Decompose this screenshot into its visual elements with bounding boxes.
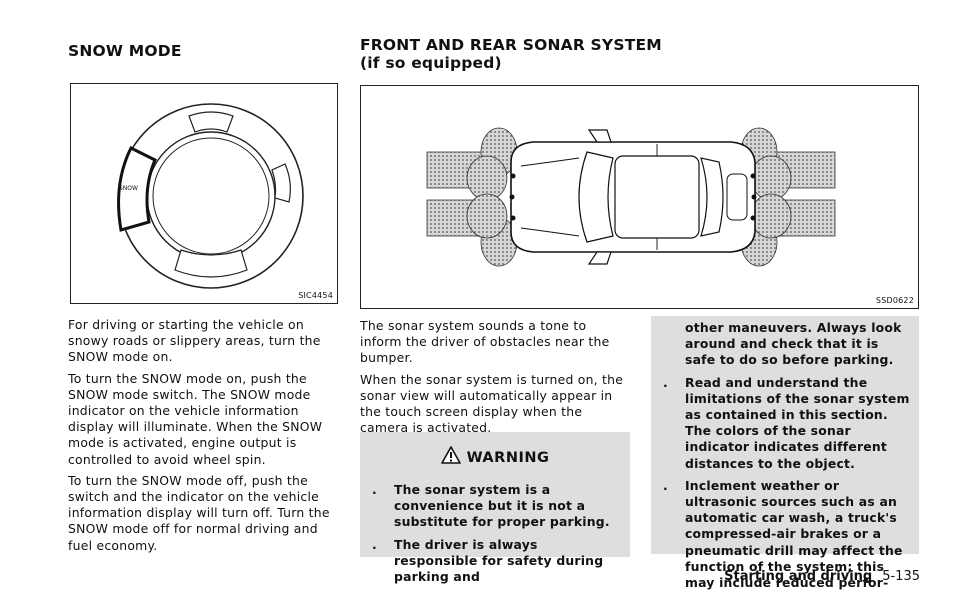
paragraph: To turn the SNOW mode on, push the SNOW … <box>68 370 323 467</box>
paragraph: When the sonar system is turned on, the … <box>360 371 624 436</box>
paragraph: To turn the SNOW mode off, push the swit… <box>68 472 330 553</box>
page-footer: Starting and driving 5-135 <box>724 569 920 584</box>
list-item: other maneuvers. Always look around and … <box>685 320 902 368</box>
list-item: .Read and understand the limitations of … <box>663 374 910 471</box>
snow-switch-label: SNOW <box>119 185 138 192</box>
sonar-heading-line2: (if so equipped) <box>360 54 502 72</box>
warning-box-continued: other maneuvers. Always look around and … <box>651 316 919 590</box>
figure-code: SSD0622 <box>875 296 914 305</box>
sonar-heading: FRONT AND REAR SONAR SYSTEM (if so equip… <box>360 36 662 72</box>
paragraph: For driving or starting the vehicle on s… <box>68 317 321 365</box>
sonar-body: The sonar system sounds a tone to inform… <box>360 318 632 441</box>
warning-title: WARNING <box>466 450 550 466</box>
sonar-heading-line1: FRONT AND REAR SONAR SYSTEM <box>360 36 662 54</box>
page-number: 5-135 <box>882 569 920 584</box>
snow-mode-heading: SNOW MODE <box>68 42 182 60</box>
warning-heading: WARNING <box>360 446 630 466</box>
snow-mode-switch-figure: SNOW SIC4454 <box>70 83 338 304</box>
warning-triangle-icon <box>440 446 461 464</box>
list-item: .The sonar system is a convenience but i… <box>372 482 610 530</box>
warning-list-continued: other maneuvers. Always look around and … <box>661 320 913 597</box>
figure-code: SIC4454 <box>298 291 333 300</box>
sonar-car-illustration <box>426 127 836 267</box>
list-item: .The driver is always responsible for sa… <box>372 536 604 585</box>
footer-section: Starting and driving <box>724 569 873 584</box>
snow-mode-body: For driving or starting the vehicle on s… <box>68 317 340 559</box>
list-item: .Inclement weather or ultrasonic sources… <box>663 477 903 591</box>
warning-list: .The sonar system is a convenience but i… <box>370 482 622 591</box>
sonar-figure: SSD0622 <box>360 85 919 309</box>
paragraph: The sonar system sounds a tone to inform… <box>360 318 610 366</box>
warning-box: WARNING .The sonar system is a convenien… <box>360 432 630 584</box>
snow-switch-illustration: SNOW <box>117 103 304 289</box>
